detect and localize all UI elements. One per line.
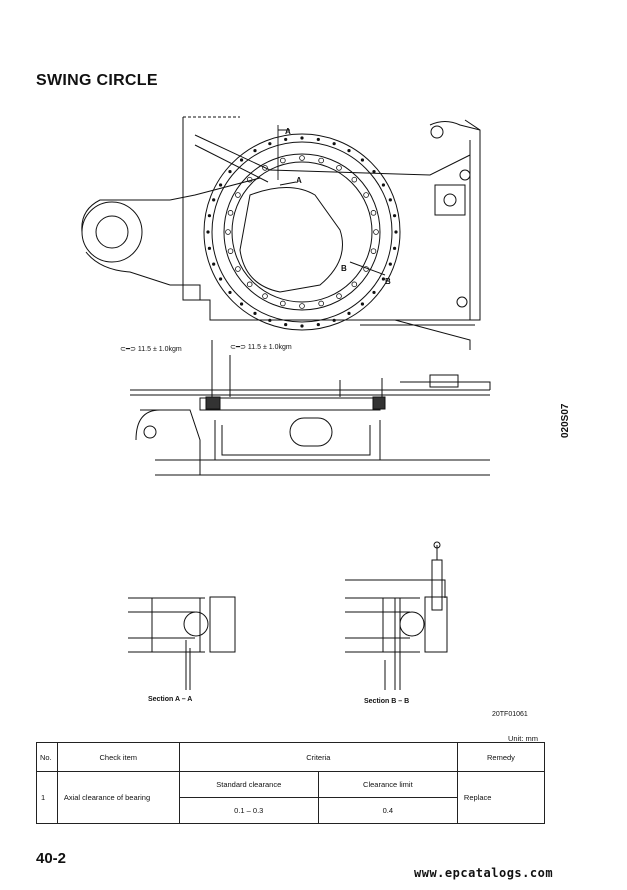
bolt-dot — [284, 137, 288, 142]
bolt-hole — [318, 300, 324, 307]
bolt-hole — [318, 157, 324, 164]
bolt-hole — [299, 155, 305, 161]
bolt-dot — [218, 277, 223, 281]
bolt-hole — [370, 248, 377, 254]
criteria-table: No. Check item Criteria Remedy 1 Axial c… — [36, 742, 546, 824]
row-standard-value: 0.1 – 0.3 — [178, 797, 319, 824]
bolt-dot — [316, 322, 320, 327]
section-mark-a-inner: A — [296, 176, 302, 185]
bolt-hole — [299, 303, 305, 309]
bolt-dot — [316, 137, 320, 142]
figure-code: 20TF01061 — [492, 711, 528, 718]
bolt-dot — [284, 322, 288, 327]
bolt-hole — [370, 210, 377, 216]
bolt-dot — [394, 230, 398, 234]
bolt-hole — [336, 165, 342, 171]
bolt-dot — [300, 324, 304, 328]
section-mark-a-top: A — [285, 127, 291, 136]
table-header-row: No. Check item Criteria Remedy — [36, 742, 546, 772]
bolt-dot — [372, 169, 376, 174]
bolt-dot — [253, 311, 257, 316]
row-limit-value: 0.4 — [317, 797, 458, 824]
bolt-dot — [388, 198, 392, 202]
bolt-hole — [280, 157, 286, 164]
bolt-hole — [363, 192, 369, 198]
bolt-hole — [246, 281, 253, 288]
bolt-hole — [262, 165, 268, 171]
page-title: SWING CIRCLE — [36, 72, 158, 89]
bolt-hole — [373, 229, 379, 235]
bolt-dot — [212, 262, 216, 266]
header-no: No. — [36, 742, 58, 772]
bolt-dot — [332, 318, 336, 322]
torque-callout-right: ⊂━⊃ 11.5 ± 1.0kgm — [230, 343, 292, 351]
bolt-dot — [360, 302, 365, 306]
bolt-dot — [212, 198, 216, 202]
bolt-hole — [235, 192, 241, 198]
bolt-dot — [381, 277, 386, 281]
bolt-dot — [300, 136, 304, 140]
bolt-hole — [225, 229, 231, 235]
bolt-dot — [392, 246, 397, 250]
bolt-dot — [253, 148, 257, 153]
bolt-dot — [372, 290, 376, 295]
section-b-label: Section B – B — [364, 698, 410, 705]
torque-wrench-icon: ⊂━⊃ — [120, 346, 136, 353]
bolt-hole — [262, 293, 268, 299]
bolt-dot — [228, 290, 232, 295]
watermark: www.epcatalogs.com — [414, 866, 554, 880]
torque-value: 11.5 ± 1.0kgm — [247, 344, 292, 351]
header-check-item: Check item — [56, 742, 180, 772]
bolt-dot — [239, 302, 244, 306]
bolt-hole — [363, 266, 369, 272]
bolt-dot — [268, 318, 272, 322]
bolt-holes — [206, 136, 398, 328]
bolt-hole — [280, 300, 286, 307]
bolt-dot — [207, 214, 212, 218]
bolt-dot — [392, 214, 397, 218]
torque-callout-left: ⊂━⊃ 11.5 ± 1.0kgm — [120, 345, 182, 353]
unit-label: Unit: mm — [508, 734, 538, 743]
bolt-hole — [235, 266, 241, 272]
torque-value: 11.5 ± 1.0kgm — [137, 346, 182, 353]
bolt-dot — [218, 183, 223, 187]
section-mark-b-left: B — [341, 264, 347, 273]
bolt-dot — [239, 158, 244, 162]
subheader-limit: Clearance limit — [317, 771, 458, 798]
bolt-dot — [347, 148, 351, 153]
bolt-hole — [351, 176, 358, 183]
table-row: 1 Axial clearance of bearing Standard cl… — [36, 771, 546, 824]
bolt-hole — [227, 210, 234, 216]
header-remedy: Remedy — [456, 742, 546, 772]
bolt-dot — [206, 230, 210, 234]
row-no: 1 — [36, 771, 58, 824]
bolt-dot — [228, 169, 232, 174]
bolt-dot — [360, 158, 365, 162]
bolt-hole — [336, 293, 342, 299]
bolt-hole — [227, 248, 234, 254]
subheader-standard: Standard clearance — [178, 771, 319, 798]
bolt-hole — [351, 281, 358, 288]
bolt-dot — [332, 142, 336, 146]
bolt-dot — [381, 183, 386, 187]
bolt-hole — [246, 176, 253, 183]
section-a-label: Section A – A — [148, 696, 193, 703]
row-remedy: Replace — [456, 771, 546, 824]
bolt-dot — [268, 142, 272, 146]
torque-wrench-icon: ⊂━⊃ — [230, 344, 246, 351]
bolt-dot — [347, 311, 351, 316]
side-code: 020S07 — [560, 403, 571, 438]
table-row: 0.1 – 0.3 0.4 — [37, 797, 545, 824]
row-check-item: Axial clearance of bearing — [56, 771, 180, 824]
bolt-dot — [207, 246, 212, 250]
page-number: 40-2 — [36, 850, 67, 867]
section-mark-b-right: B — [385, 277, 391, 286]
header-criteria: Criteria — [178, 742, 458, 772]
bolt-dot — [388, 262, 392, 266]
